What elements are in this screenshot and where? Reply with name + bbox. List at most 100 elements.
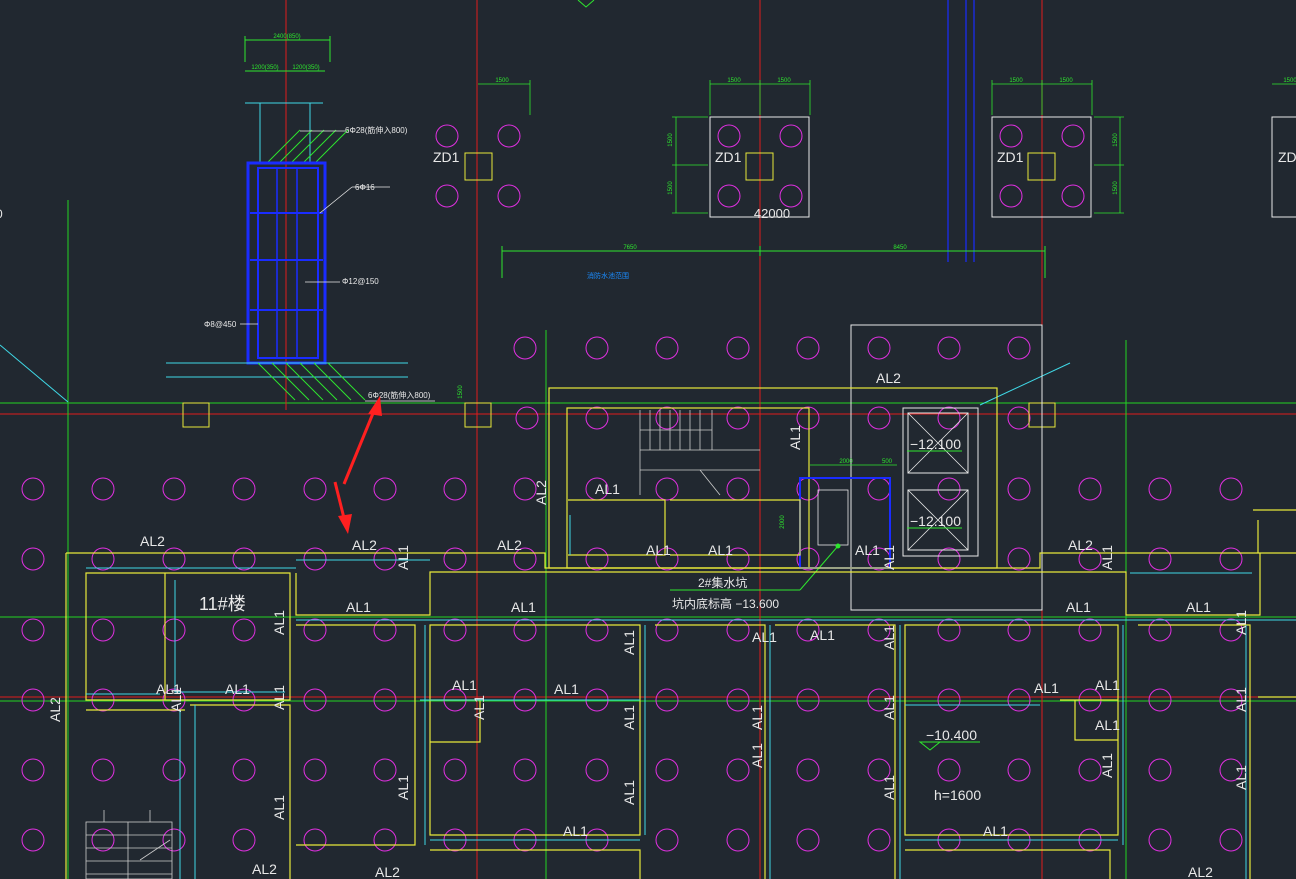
pile-circle [1148,688,1172,712]
pile-circle [91,828,115,852]
beam-label-vertical: AL1 [1233,687,1249,712]
pile-circle [1148,758,1172,782]
pile-circle [937,618,961,642]
pile-circle [443,477,467,501]
detail-section: 2400(850) 1200(350) 1200(350) 6Φ28(筋伸入80… [166,34,435,402]
dimension-line: 7650 8450 消防水池范围 [501,245,1046,280]
beam-label-vertical: AL1 [1233,610,1249,635]
beam-label-vertical: AL1 [881,545,897,570]
pilecap-dim-6: 1500 [1283,78,1296,84]
beam-label: AL1 [752,629,777,645]
pile-circle [232,828,256,852]
beam-label: AL1 [855,542,880,558]
beam-label: AL2 [252,861,277,877]
pile-circle [585,406,609,430]
pile-circle [655,618,679,642]
pile-circle [373,828,397,852]
pile-circle [655,477,679,501]
beam-label-vertical: AL1 [881,695,897,720]
beam-label: AL2 [876,370,901,386]
pile-circle [726,477,750,501]
beam-label-vertical: AL1 [1099,753,1115,778]
pile-circle [867,336,891,360]
pile-circle [513,336,537,360]
bottom-rebar-label: 6Φ28(筋伸入800) [368,390,431,400]
beam-label-vertical: AL1 [395,545,411,570]
dim-right-label: 1200(350) [292,65,319,71]
dim-left-label: 1200(350) [251,65,278,71]
pile-circle [373,758,397,782]
pit-dim-2000: 2000 [839,459,853,465]
pile-circle [726,828,750,852]
pile-circle [867,618,891,642]
pile-circle [162,828,186,852]
pile-circle [373,688,397,712]
elevation-markers: −10.400 h=1600 11#楼 0 1500 [0,0,981,803]
pile-circle [91,547,115,571]
pile-circle [162,618,186,642]
pilecap-dim-4: 1500 [1059,78,1073,84]
pile-circle [1219,758,1243,782]
pile-circle [497,184,521,208]
pile-circle [726,547,750,571]
pile-circle [655,336,679,360]
beam-label: AL1 [1066,599,1091,615]
beam-label: AL1 [810,627,835,643]
beam-label-vertical: AL1 [881,775,897,800]
pile-circle [655,406,679,430]
pile-circle [867,758,891,782]
beam-label: AL2 [352,537,377,553]
beam-label: AL2 [140,533,165,549]
beam-label-vertical: AL1 [749,705,765,730]
beam-label: AL1 [511,599,536,615]
beam-label: AL1 [452,677,477,693]
pile-circle [21,828,45,852]
pile-circle [726,336,750,360]
beams-yellow [65,499,1296,879]
pile-circle [1007,688,1031,712]
beam-label-vertical: AL1 [1233,765,1249,790]
beam-label-vertical: AL1 [271,795,287,820]
pile-circle [937,336,961,360]
pile-circle [373,618,397,642]
pile-circle [303,618,327,642]
beam-label-vertical: AL1 [621,630,637,655]
pile-circle [937,758,961,782]
pile-circle [435,184,459,208]
pile-circle [513,547,537,571]
pile-circle [937,406,961,430]
dim-left-text: 7650 [623,245,637,251]
pile-circle [1078,618,1102,642]
pile-circle [585,758,609,782]
pile-circle [1219,547,1243,571]
beam-label: AL2 [375,864,400,879]
pilecap-dim-3: 1500 [1009,78,1023,84]
beam-label: AL2 [1068,537,1093,553]
pile-circle [1219,688,1243,712]
beam-label: AL1 [563,823,588,839]
pile-circle [513,477,537,501]
pile-circle [726,758,750,782]
small-dim: 1500 [458,385,464,399]
left-edge-text: 0 [0,207,3,221]
pile-circle [1219,828,1243,852]
pile-circle [1148,618,1172,642]
pile-circle [937,688,961,712]
pile-circle [1148,828,1172,852]
pile-circle [91,477,115,501]
pit-elev-2: −12.100 [910,513,961,529]
beam-label-vertical: AL1 [621,705,637,730]
pile-circle [1007,758,1031,782]
pile-circle [867,406,891,430]
beam-label: AL1 [983,823,1008,839]
pilecap-label-3: ZD1 [997,149,1024,165]
pile-circle [443,618,467,642]
pile-circle [1061,184,1085,208]
beam-label-vertical: AL2 [47,697,63,722]
pilecap-elevation: 42000 [754,206,790,221]
beams-cyan [86,515,1296,879]
beam-label-vertical: AL1 [621,780,637,805]
beam-label-vertical: AL1 [787,425,803,450]
beam-label-vertical: AL1 [1099,545,1115,570]
